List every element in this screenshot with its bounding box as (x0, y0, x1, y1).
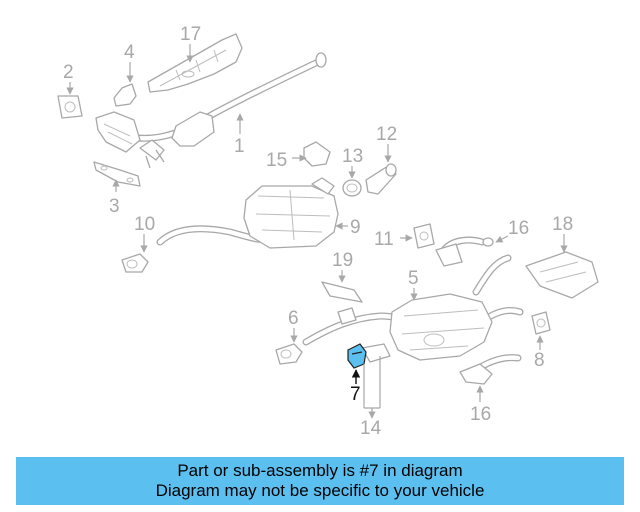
callout-14: 14 (360, 418, 382, 439)
callout-19: 19 (332, 250, 353, 271)
part-4-bracket[interactable] (113, 83, 137, 107)
callout-3: 3 (109, 196, 120, 217)
part-16-upper-pipe[interactable] (435, 236, 494, 267)
callout-2: 2 (63, 62, 74, 83)
part-15-bracket[interactable] (303, 141, 331, 167)
part-6-hanger[interactable] (275, 343, 303, 365)
part-11-mount[interactable] (413, 223, 435, 249)
part-7-hanger-highlighted[interactable] (347, 343, 367, 369)
part-10-hanger[interactable] (121, 253, 149, 273)
part-5-main-muffler[interactable] (302, 254, 524, 361)
leader-lines (66, 44, 568, 418)
info-banner: Part or sub-assembly is #7 in diagram Di… (16, 457, 624, 505)
part-18-heat-shield[interactable] (525, 251, 599, 299)
callout-12: 12 (376, 124, 397, 145)
part-8-mount[interactable] (531, 311, 551, 335)
callout-16-lower: 16 (470, 404, 491, 425)
callout-15: 15 (266, 150, 287, 171)
callout-numbers: 17 2 4 1 3 15 13 12 9 10 11 16 18 19 5 6… (63, 24, 573, 439)
part-1-front-pipe[interactable] (95, 52, 327, 169)
callout-4: 4 (124, 42, 135, 63)
callout-10: 10 (134, 214, 155, 235)
callout-9: 9 (350, 217, 361, 238)
part-2-gasket[interactable] (57, 95, 83, 119)
callout-7: 7 (350, 384, 361, 405)
part-13-clamp[interactable] (342, 179, 362, 197)
callout-8: 8 (534, 350, 545, 371)
exhaust-system-diagram: 17 2 4 1 3 15 13 12 9 10 11 16 18 19 5 6… (57, 24, 599, 439)
callout-16-upper: 16 (508, 218, 529, 239)
callout-5: 5 (408, 268, 419, 289)
callout-18: 18 (552, 214, 573, 235)
banner-line-1: Part or sub-assembly is #7 in diagram (177, 461, 463, 480)
part-3-flange[interactable] (93, 161, 141, 187)
part-16-lower-pipe[interactable] (459, 354, 522, 385)
part-17-heat-shield[interactable] (147, 33, 243, 93)
part-9-muffler[interactable] (156, 177, 339, 249)
part-12-tailpipe[interactable] (365, 163, 397, 195)
callout-6: 6 (288, 308, 299, 329)
callout-11: 11 (374, 229, 394, 250)
part-14-bracket[interactable] (361, 343, 391, 363)
callout-17: 17 (180, 24, 201, 45)
banner-line-2: Diagram may not be specific to your vehi… (155, 481, 485, 500)
callout-1: 1 (234, 136, 245, 157)
part-19-plate[interactable] (321, 281, 363, 303)
callout-13: 13 (342, 146, 363, 167)
